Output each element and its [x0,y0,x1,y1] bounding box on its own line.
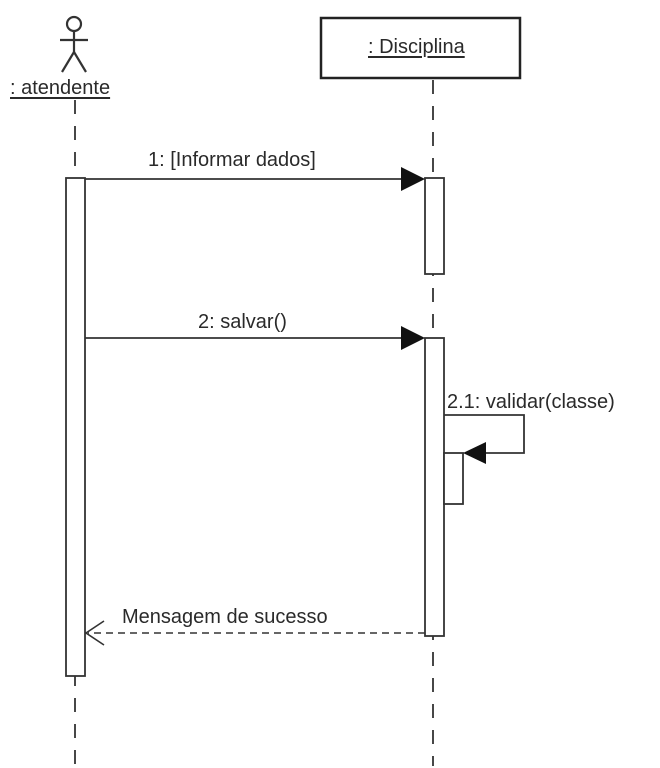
message-2-1-self-loop [444,414,525,454]
actor-activation-bar [65,177,86,677]
message-2-1-arrowhead [463,442,486,464]
return-message-label: Mensagem de sucesso [122,606,328,628]
actor-name: : atendente [10,77,111,99]
object-name: : Disciplina [368,36,465,58]
message-1-label: 1: [Informar dados] [148,149,316,171]
nested-activation-bar [443,452,464,505]
object-box [319,16,522,80]
object-activation-bar-1 [424,177,445,275]
return-message-arrowhead [84,620,105,646]
stick-figure-icon [60,15,88,73]
message-2-1-label: 2.1: validar(classe) [447,391,615,413]
message-2-label: 2: salvar() [198,311,287,333]
message-2-arrowhead [401,326,425,350]
object-activation-bar-2 [424,337,445,637]
message-1-arrowhead [401,167,425,191]
